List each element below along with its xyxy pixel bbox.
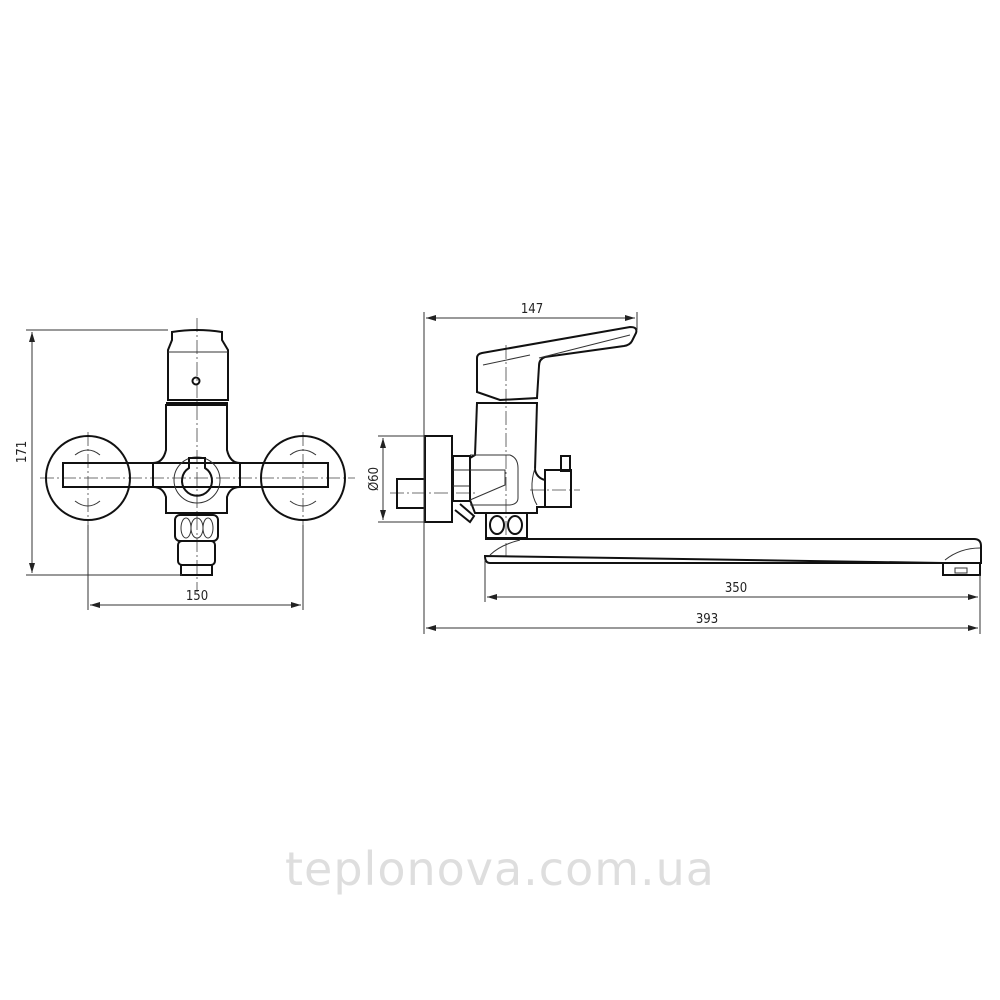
front-view — [40, 318, 355, 592]
spout-nut — [485, 512, 528, 539]
aerator — [942, 562, 981, 576]
dim-height-171: 171 — [15, 441, 30, 463]
mixer-handle — [476, 325, 638, 402]
left-wall-flange — [45, 435, 131, 521]
wall-stub — [396, 478, 426, 509]
indicator-dot — [191, 376, 201, 386]
spout — [483, 538, 982, 576]
right-wall-flange — [260, 435, 346, 521]
mixer-body — [152, 404, 241, 514]
front-dimensions — [26, 329, 304, 610]
dim-diameter-60: Ø60 — [367, 467, 382, 491]
side-view — [390, 325, 982, 576]
dim-147: 147 — [521, 302, 543, 317]
side-dimensions — [378, 312, 981, 634]
connector-bar — [62, 462, 329, 488]
dim-393: 393 — [696, 612, 718, 627]
watermark: teplonova.com.ua — [285, 842, 715, 896]
cartridge-cap — [167, 329, 229, 401]
diverter-knob — [181, 457, 213, 497]
eccentric-nut — [452, 455, 471, 502]
diverter-body — [544, 469, 572, 508]
dim-350: 350 — [725, 581, 747, 596]
flange — [424, 435, 453, 523]
dim-width-150: 150 — [186, 589, 208, 604]
shower-outlet — [177, 540, 216, 566]
diverter-lever — [454, 503, 476, 524]
side-body — [469, 402, 546, 514]
